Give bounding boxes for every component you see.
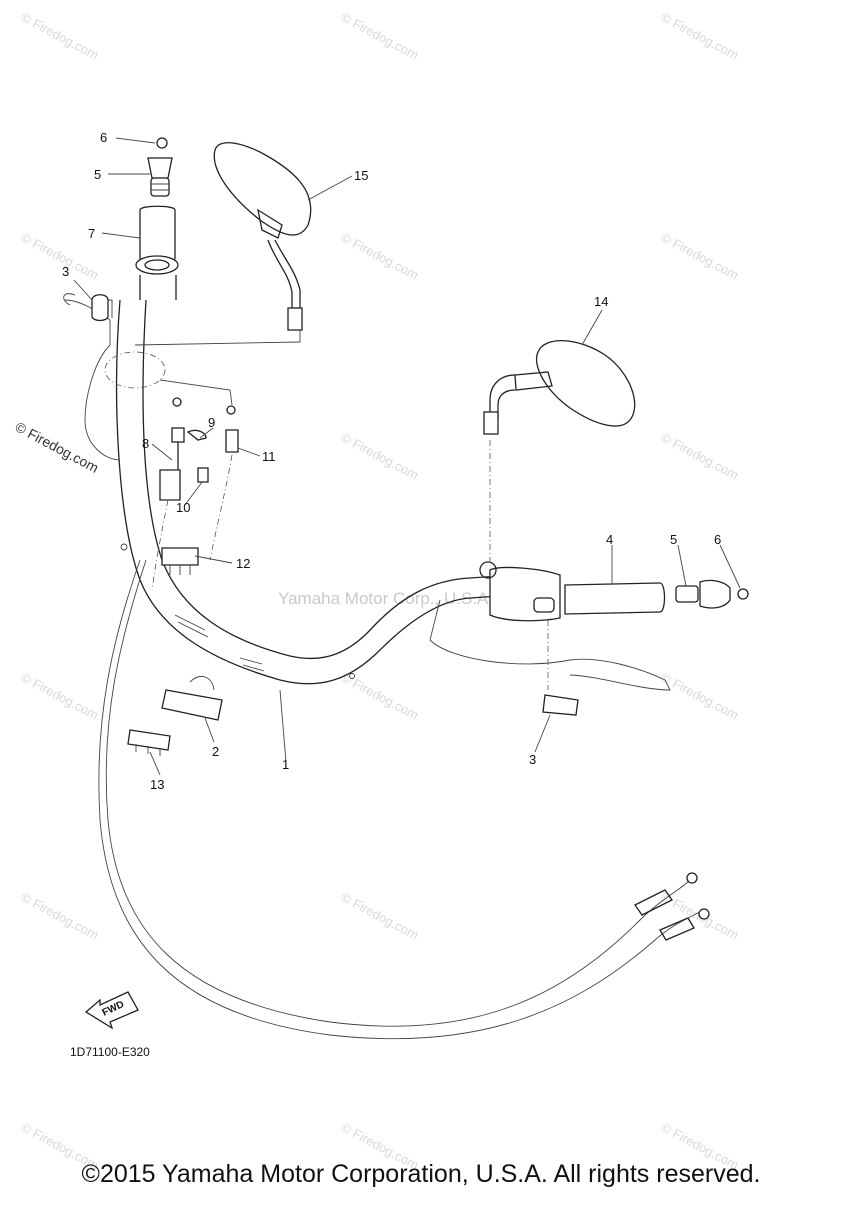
left-lever-part [63,293,166,461]
left-bar-end-part [147,137,173,197]
center-watermark: Yamaha Motor Corp., U.S.A. [278,589,493,608]
callout-11: 11 [262,449,276,464]
watermark-text: © Firedog.com [339,669,421,722]
right-mirror-part [483,340,636,565]
watermark-text: © Firedog.com [339,229,421,282]
callout-7: 7 [88,226,95,241]
callout-6-right: 6 [714,532,721,547]
right-grip-part [551,579,666,619]
callout-8: 8 [142,436,149,451]
handlebar-part [115,299,501,685]
callout-10: 10 [176,500,190,515]
watermark-text: © Firedog.com [659,9,741,62]
callout-5-right: 5 [670,532,677,547]
watermark-text: © Firedog.com [339,889,421,942]
watermark-text: © Firedog.com [659,669,741,722]
left-grip-part [135,205,179,300]
watermark-text: © Firedog.com [659,429,741,482]
callout-12: 12 [236,556,250,571]
copyright-notice: ©2015 Yamaha Motor Corporation, U.S.A. A… [81,1160,761,1188]
diagram-code: 1D71100-E320 [70,1045,150,1059]
watermark-text: © Firedog.com [19,889,101,942]
watermark-text: © Firedog.com [19,669,101,722]
callout-6-left: 6 [100,130,107,145]
right-clip-part-3 [542,620,579,716]
throttle-cables [98,559,710,1040]
callout-13: 13 [150,777,164,792]
callout-14: 14 [594,294,608,309]
left-mirror-part [213,142,312,331]
right-bar-end-part [675,579,749,609]
cable-clamp-12 [161,547,199,575]
holder-part-2 [161,676,223,721]
callout-15: 15 [354,168,368,183]
watermark-text: © Firedog.com [19,9,101,62]
callout-3-right: 3 [529,752,536,767]
callout-5-left: 5 [94,167,101,182]
callout-1: 1 [282,757,289,772]
cable-end-parts [151,397,239,591]
callout-9: 9 [208,415,215,430]
cable-clamp-13 [127,729,171,756]
watermark-text: © Firedog.com [659,229,741,282]
watermark-text-dark: © Firedog.com [13,419,102,476]
callout-labels: 6 5 7 3 15 14 8 9 10 11 12 4 5 6 2 1 13 … [62,130,721,792]
callout-3-left: 3 [62,264,69,279]
right-throttle-housing [429,561,671,691]
watermark-text: © Firedog.com [339,429,421,482]
callout-2: 2 [212,744,219,759]
fwd-arrow-icon: FWD [84,991,139,1030]
callout-leaders [73,137,741,776]
callout-4: 4 [606,532,613,547]
watermark-text: © Firedog.com [339,9,421,62]
